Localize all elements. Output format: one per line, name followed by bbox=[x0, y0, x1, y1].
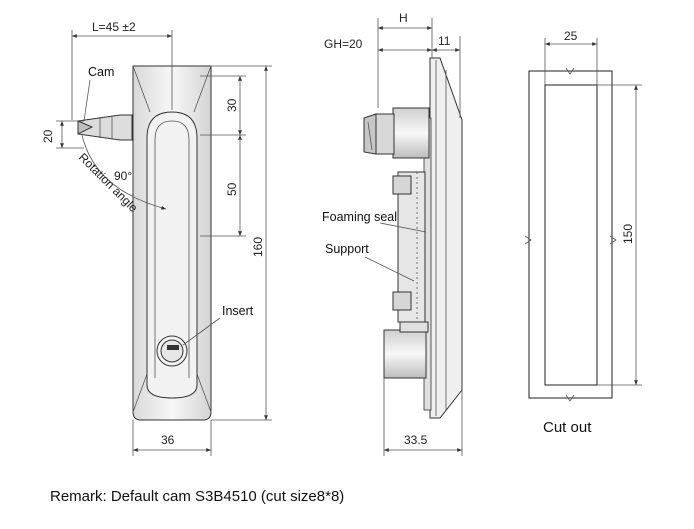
cutout-title: Cut out bbox=[543, 419, 592, 436]
cutout-inner bbox=[544, 84, 598, 386]
label-insert: Insert bbox=[222, 304, 254, 318]
cam bbox=[77, 114, 133, 141]
side-view: H GH=20 11 33.5 Foaming seal Support bbox=[322, 11, 463, 456]
label-support: Support bbox=[325, 242, 369, 256]
cutout-outer bbox=[528, 70, 613, 399]
dim-50: 50 bbox=[225, 182, 239, 196]
dim-length: L=45 ±2 bbox=[92, 20, 136, 34]
dim-33-5: 33.5 bbox=[404, 433, 428, 447]
side-cam bbox=[363, 107, 430, 159]
label-cam: Cam bbox=[88, 65, 114, 79]
label-foaming-seal: Foaming seal bbox=[322, 210, 397, 224]
remark-text: Remark: Default cam S3B4510 (cut size8*8… bbox=[50, 488, 344, 505]
cutout-view: 25 150 Cut out bbox=[524, 29, 642, 436]
lower-cylinder bbox=[383, 329, 427, 379]
dim-20: 20 bbox=[41, 129, 55, 143]
angle-90: 90° bbox=[114, 169, 132, 183]
dim-30: 30 bbox=[225, 98, 239, 112]
dim-h: H bbox=[399, 11, 408, 25]
handle-slot bbox=[146, 111, 198, 399]
front-view: L=45 ±2 30 50 160 20 36 90° Rotation ang… bbox=[41, 20, 272, 456]
dim-160: 160 bbox=[251, 237, 265, 257]
dim-gh: GH=20 bbox=[324, 37, 363, 51]
dim-150: 150 bbox=[621, 224, 635, 244]
dim-25: 25 bbox=[564, 29, 578, 43]
insert-lock bbox=[156, 335, 188, 367]
dim-36: 36 bbox=[161, 433, 175, 447]
dim-11: 11 bbox=[438, 34, 451, 48]
